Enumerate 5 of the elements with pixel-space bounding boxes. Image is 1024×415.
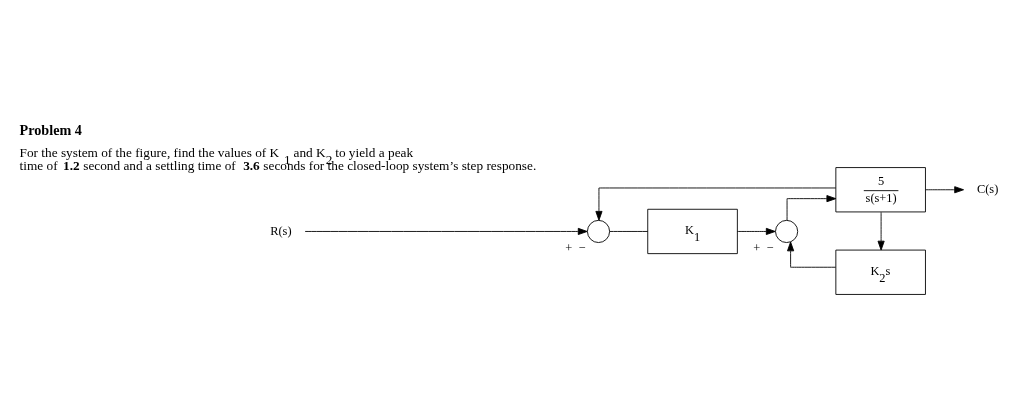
node-text: C(s)	[976, 182, 999, 197]
node-label: + −	[565, 241, 586, 256]
node-label: + −	[753, 241, 774, 256]
node-text: R(s)	[270, 223, 292, 238]
diagram-title: Problem 4	[19, 121, 82, 138]
